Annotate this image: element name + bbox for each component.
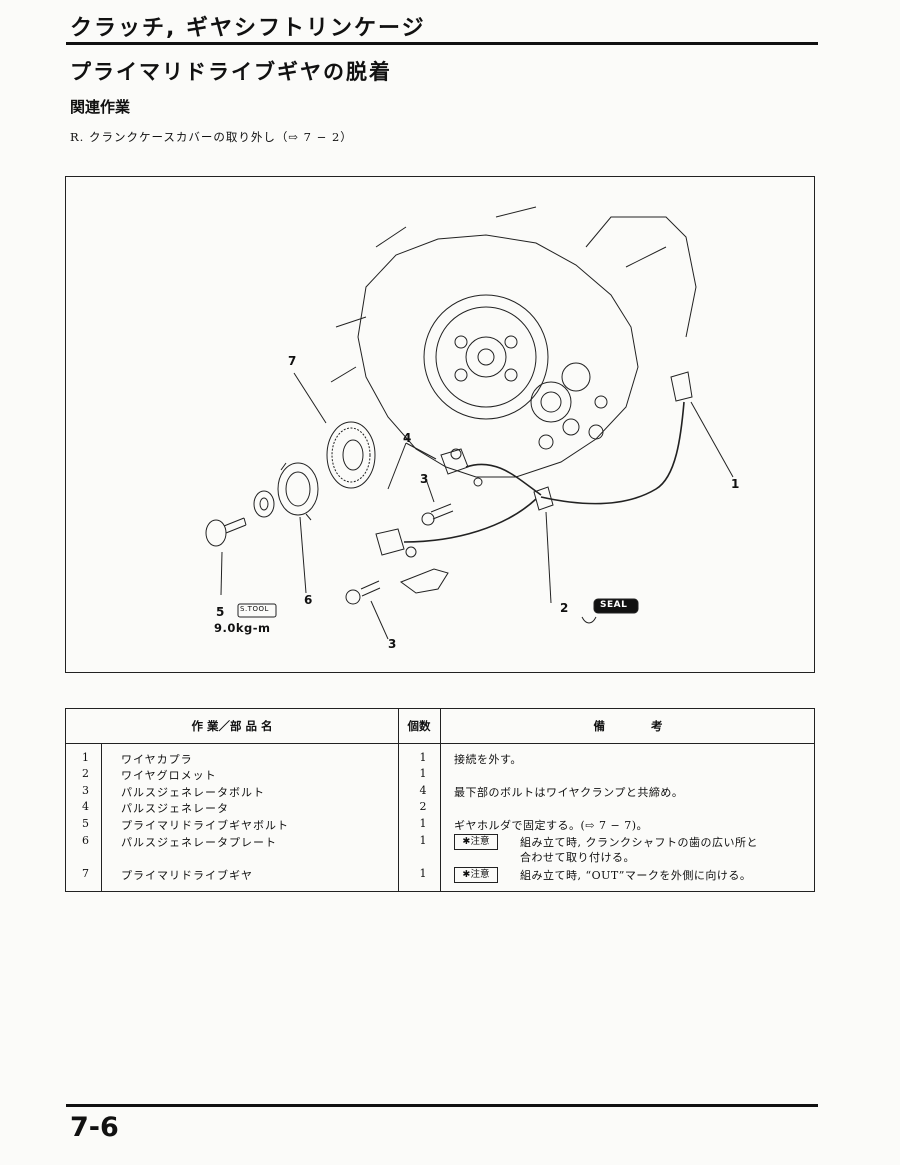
header-notes: 備 考 xyxy=(593,719,663,733)
caution-note-6: 組み立て時, クランクシャフトの歯の広い所と xyxy=(520,836,758,849)
related-work-item: R. クランクケースカバーの取り外し（⇨ 7 − 2） xyxy=(70,130,353,144)
caution-badge: ✱注意 xyxy=(454,834,498,850)
washer xyxy=(253,490,275,518)
pulse-generator-plate xyxy=(277,462,319,516)
callout-7: 7 xyxy=(288,354,297,368)
callout-5: 5 xyxy=(216,605,225,619)
drive-gear-bolt xyxy=(223,517,247,534)
caution-note-6-cont: 合わせて取り付ける。 xyxy=(520,851,635,864)
callout-2: 2 xyxy=(560,601,569,615)
clutch-basket xyxy=(423,294,549,420)
table-row: 1 ワイヤカプラ 1 接続を外す。 xyxy=(82,751,522,766)
wire-clamp xyxy=(399,568,449,594)
exploded-view-figure: 7 4 3 1 6 5 2 3 S.TOOL SEAL 9.0kg-m xyxy=(65,176,815,673)
exploded-view-drawing xyxy=(205,206,734,640)
callout-3-lower: 3 xyxy=(388,637,397,651)
related-work-heading: 関連作業 xyxy=(70,98,131,116)
wire-grommet xyxy=(533,486,554,511)
seal-label: SEAL xyxy=(600,600,628,610)
pulse-generator-bolt-lower xyxy=(360,580,381,597)
pulse-generator-lower xyxy=(375,528,405,556)
table-row: 3 パルスジェネレータボルト 4 最下部のボルトはワイヤクランプと共締め。 xyxy=(82,784,684,799)
special-tool-label: S.TOOL xyxy=(240,605,269,613)
page-number: 7-6 xyxy=(70,1112,119,1143)
engine-casing xyxy=(357,234,639,478)
seal-symbol xyxy=(581,616,597,624)
wire-harness xyxy=(403,401,685,543)
torque-value: 9.0kg-m xyxy=(214,621,271,635)
top-rule xyxy=(66,42,818,45)
table-row-continuation: 合わせて取り付ける。 xyxy=(66,849,814,865)
callout-4: 4 xyxy=(403,431,412,445)
section-header: クラッチ, ギヤシフトリンケージ xyxy=(70,16,426,41)
callout-6: 6 xyxy=(304,593,313,607)
bottom-rule xyxy=(66,1104,818,1107)
page-title: プライマリドライブギヤの脱着 xyxy=(70,60,392,84)
caution-note-7: 組み立て時, “OUT”マークを外側に向ける。 xyxy=(520,869,752,882)
table-row: 7 プライマリドライブギヤ 1 ✱注意 組み立て時, “OUT”マークを外側に向… xyxy=(82,867,752,883)
table-row: 5 プライマリドライブギヤボルト 1 ギヤホルダで固定する。(⇨ 7 − 7)。 xyxy=(82,817,649,832)
table-row: 2 ワイヤグロメット 1 xyxy=(82,767,427,782)
pulse-generator-bolt-upper xyxy=(430,503,454,520)
callout-3-upper: 3 xyxy=(420,472,429,486)
table-row: 6 パルスジェネレータプレート 1 ✱注意 組み立て時, クランクシャフトの歯の… xyxy=(82,834,758,850)
caution-badge: ✱注意 xyxy=(454,867,498,883)
header-work-parts: 作 業／部 品 名 xyxy=(191,719,273,733)
parts-table: 作 業／部 品 名 個数 備 考 1 ワイヤカプラ 1 接続を外す。 2 ワイヤ… xyxy=(65,708,815,892)
primary-drive-gear xyxy=(326,421,376,489)
wire-coupler xyxy=(670,371,693,402)
table-row: 4 パルスジェネレータ 2 xyxy=(82,800,427,815)
callout-1: 1 xyxy=(731,477,740,491)
header-quantity: 個数 xyxy=(407,719,431,733)
